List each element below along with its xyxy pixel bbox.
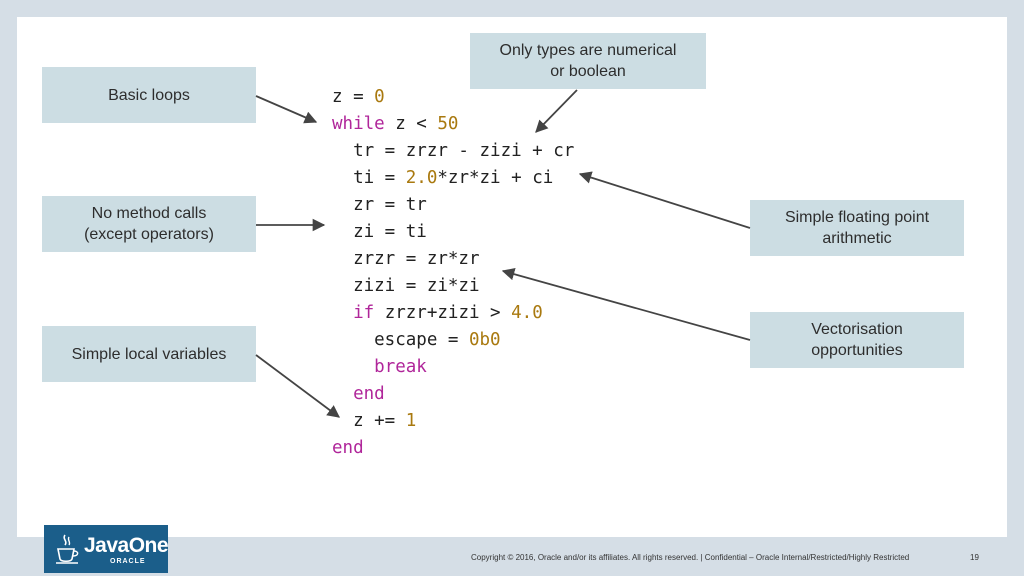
- code-text: zrzr = zr*zr: [332, 249, 480, 269]
- footer-bar: [0, 537, 1024, 576]
- code-line: z = 0: [332, 84, 574, 111]
- callout-no-method-calls: No method calls (except operators): [42, 196, 256, 252]
- callout-only-types-text: Only types are numerical or boolean: [499, 42, 677, 80]
- code-number: 1: [405, 411, 417, 431]
- callout-simple-local-variables: Simple local variables: [42, 326, 256, 382]
- code-text: zizi = zi*zi: [332, 276, 480, 296]
- code-keyword: end: [332, 438, 364, 458]
- code-keyword: break: [374, 357, 427, 377]
- logo-brand-text: JavaOne: [84, 534, 169, 557]
- code-text: [332, 384, 353, 404]
- code-text: z +=: [332, 411, 406, 431]
- logo-sub-text: ORACLE: [110, 558, 146, 565]
- code-line: zizi = zi*zi: [332, 273, 574, 300]
- code-line: zi = ti: [332, 219, 574, 246]
- code-text: [332, 357, 374, 377]
- code-text: zr = tr: [332, 195, 427, 215]
- callout-no-method-calls-text: No method calls (except operators): [84, 205, 214, 243]
- callout-simple-floating-point: Simple floating point arithmetic: [750, 200, 964, 256]
- code-text: zi = ti: [332, 222, 427, 242]
- code-keyword: end: [353, 384, 385, 404]
- code-line: tr = zrzr - zizi + cr: [332, 138, 574, 165]
- code-line: zrzr = zr*zr: [332, 246, 574, 273]
- code-number: 0: [374, 87, 385, 107]
- code-text: zrzr+zizi >: [374, 303, 512, 323]
- callout-vectorisation: Vectorisation opportunities: [750, 312, 964, 368]
- code-line: z += 1: [332, 408, 574, 435]
- code-number: 4.0: [511, 303, 543, 323]
- code-text: *zr*zi + ci: [437, 168, 554, 188]
- code-line: if zrzr+zizi > 4.0: [332, 300, 574, 327]
- code-number: 2.0: [405, 168, 438, 188]
- code-line: ti = 2.0*zr*zi + ci: [332, 165, 574, 192]
- page-number: 19: [970, 553, 979, 562]
- java-cup-icon: [56, 534, 79, 564]
- javaone-logo: JavaOne ORACLE: [44, 525, 169, 573]
- code-line: while z < 50: [332, 111, 574, 138]
- code-line: end: [332, 435, 574, 462]
- callout-only-types: Only types are numerical or boolean: [470, 33, 706, 89]
- callout-simple-local-variables-text: Simple local variables: [71, 345, 227, 363]
- callout-basic-loops: Basic loops: [42, 67, 256, 123]
- code-text: escape =: [332, 330, 469, 350]
- code-number: 0b0: [468, 330, 501, 350]
- code-keyword: while: [332, 114, 385, 134]
- callout-vectorisation-text: Vectorisation opportunities: [811, 321, 903, 359]
- code-keyword: if: [353, 303, 375, 323]
- code-text: z =: [332, 87, 375, 107]
- code-line: end: [332, 381, 574, 408]
- copyright-text: Copyright © 2016, Oracle and/or its affi…: [471, 553, 910, 562]
- code-line: escape = 0b0: [332, 327, 574, 354]
- callout-simple-floating-point-text: Simple floating point arithmetic: [784, 209, 930, 247]
- code-number: 50: [437, 114, 459, 134]
- code-line: zr = tr: [332, 192, 574, 219]
- code-text: tr = zrzr - zizi + cr: [332, 141, 575, 161]
- callout-basic-loops-text: Basic loops: [108, 86, 190, 104]
- code-text: [332, 303, 353, 323]
- code-text: ti =: [332, 168, 406, 188]
- code-text: z <: [384, 114, 438, 134]
- code-line: break: [332, 354, 574, 381]
